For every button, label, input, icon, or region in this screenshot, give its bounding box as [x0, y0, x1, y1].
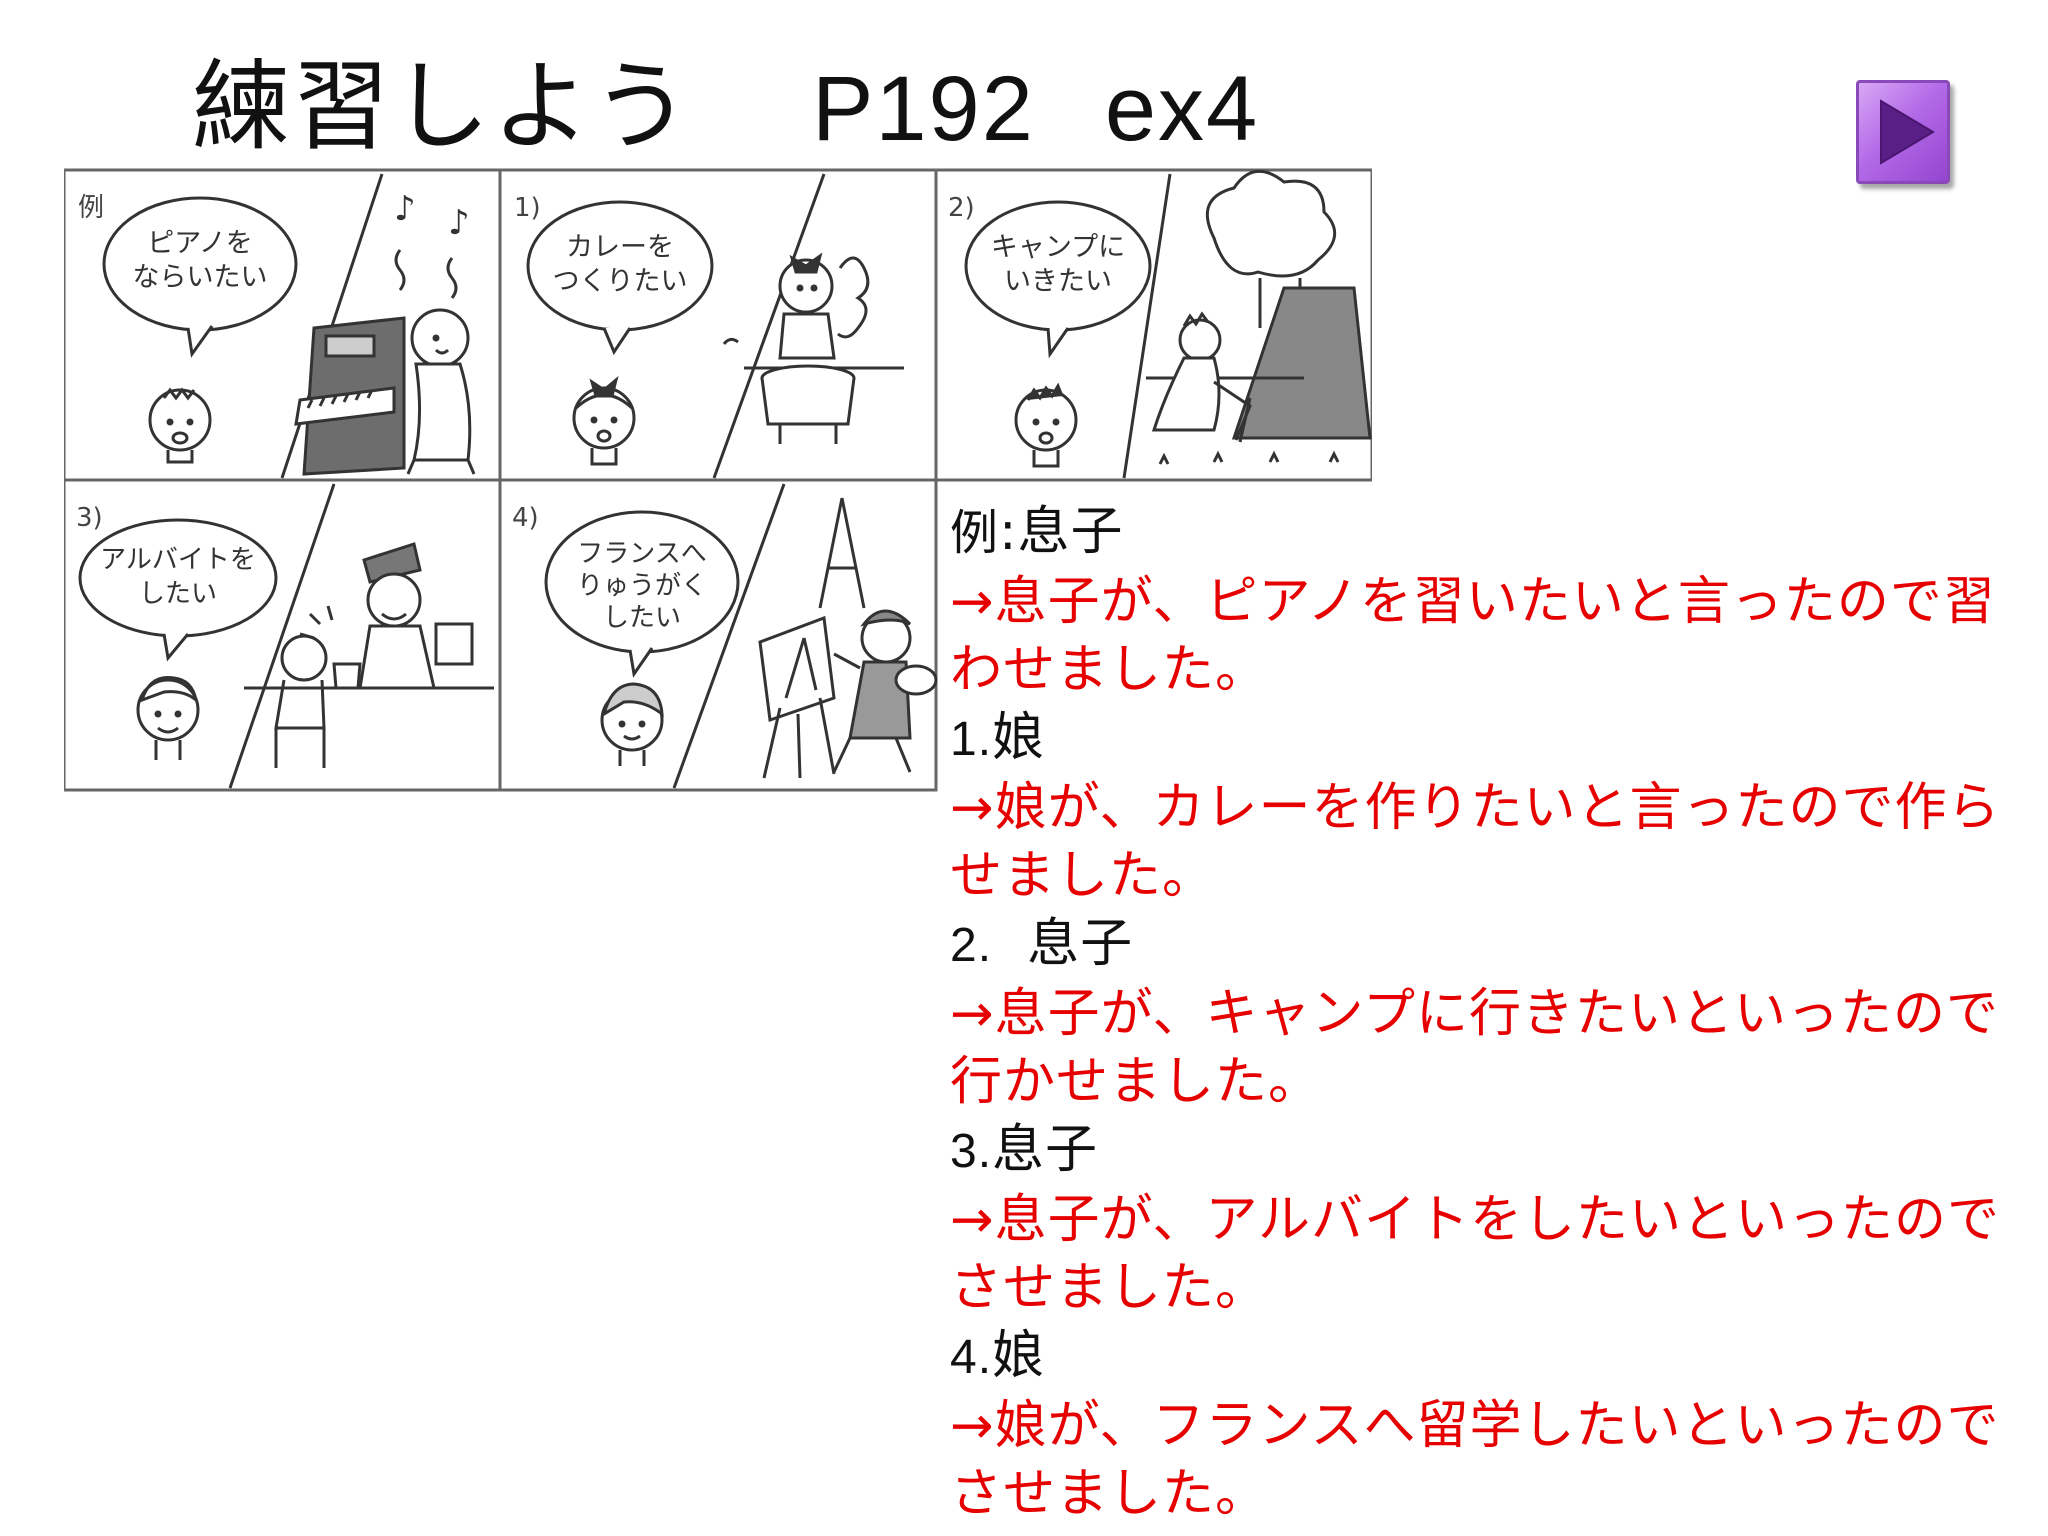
paris-scene [758, 497, 938, 779]
answer-item-2: 2. 息子 →息子が、キャンプに行きたいといったので行かせました。 [950, 910, 2020, 1116]
prompt-word: 息子 [992, 1120, 1099, 1180]
next-slide-button[interactable] [1856, 80, 1950, 184]
piano-scene: ♪ ♪ [294, 189, 476, 476]
answer-prompt: 例:息子 [950, 498, 2020, 568]
answer-prompt: 3.息子 [950, 1116, 2020, 1186]
exercise-illustration: 例 ピアノを ならいたい ♪ ♪ 1) [64, 168, 1372, 794]
prompt-separator [992, 914, 1027, 974]
prompt-word: 娘 [992, 708, 1046, 768]
speech-text-2: いきたい [1004, 266, 1112, 297]
speech-text-2: ならいたい [133, 262, 268, 293]
prompt-number: 例 [950, 507, 1000, 560]
panel-example: 例 ピアノを ならいたい ♪ ♪ [64, 168, 502, 482]
panel-label: 3) [76, 503, 103, 533]
answer-list: 例:息子 →息子が、ピアノを習いたいと言ったので習わせました。 1.娘 →娘が、… [950, 498, 2020, 1528]
answer-prompt: 2. 息子 [950, 910, 2020, 980]
boy-face [136, 675, 200, 760]
speech-text-1: キャンプに [991, 232, 1125, 263]
girl-face [600, 682, 664, 766]
answer-text: →息子が、アルバイトをしたいといったのでさせました。 [950, 1190, 2001, 1318]
answer-item-3: 3.息子 →息子が、アルバイトをしたいといったのでさせました。 [950, 1116, 2020, 1322]
speech-text-1: ピアノを [147, 228, 253, 259]
prompt-word: 娘 [992, 1326, 1046, 1386]
answer-text: →息子が、キャンプに行きたいといったので行かせました。 [950, 984, 1999, 1112]
svg-text:♪: ♪ [448, 203, 470, 243]
prompt-number: 4. [950, 1331, 993, 1384]
answer-item-1: 1.娘 →娘が、カレーを作りたいと言ったので作らせました。 [950, 704, 2020, 910]
play-triangle-icon [1880, 99, 1935, 165]
boy-face [1014, 382, 1078, 468]
answer-text: →娘が、フランスへ留学したいといったのでさせました。 [950, 1396, 2000, 1524]
panel-3: 3) アルバイトを したい [64, 478, 502, 792]
panel-2: 2) キャンプに いきたい [934, 168, 1372, 482]
prompt-number: 1. [950, 713, 993, 766]
prompt-word: 息子 [1027, 914, 1134, 974]
page-reference: P192 [812, 58, 1035, 160]
answer-text: →息子が、ピアノを習いたいと言ったので習わせました。 [950, 572, 1996, 700]
speech-text-1: フランスへ [577, 539, 706, 569]
prompt-number: 3. [950, 1125, 993, 1178]
panel-label: 1) [514, 193, 541, 223]
cooking-scene [722, 252, 904, 444]
speech-bubble [78, 518, 278, 638]
speech-text-2: したい [139, 579, 217, 609]
prompt-word: 息子 [1017, 502, 1124, 562]
prompt-number: 2. [950, 919, 993, 972]
boy-face [148, 387, 212, 464]
panel-label: 例 [78, 193, 104, 223]
title-text: 練習しよう [192, 50, 693, 164]
speech-text-1: カレーを [566, 232, 674, 263]
speech-text-1: アルバイトを [100, 545, 256, 575]
speech-text-2: りゅうがく [577, 571, 707, 601]
exercise-reference: P192 ex4 [812, 58, 1259, 160]
answer-item-example: 例:息子 →息子が、ピアノを習いたいと言ったので習わせました。 [950, 498, 2020, 704]
speech-text-2: つくりたい [553, 266, 688, 297]
girl-face [572, 375, 636, 466]
panel-4: 4) フランスへ りゅうがく したい [498, 478, 938, 792]
answer-item-4: 4.娘 →娘が、フランスへ留学したいといったのでさせました。 [950, 1322, 2020, 1528]
panel-1: 1) カレーを つくりたい [498, 168, 938, 482]
exercise-number: ex4 [1104, 58, 1260, 160]
speech-text-3: したい [603, 603, 681, 633]
camping-scene [1146, 169, 1372, 465]
part-time-job-scene [244, 542, 494, 768]
answer-prompt: 4.娘 [950, 1322, 2020, 1392]
panel-label: 2) [948, 193, 975, 223]
svg-text:♪: ♪ [394, 189, 416, 229]
panel-label: 4) [512, 503, 539, 533]
prompt-separator: : [999, 502, 1018, 562]
answer-text: →娘が、カレーを作りたいと言ったので作らせました。 [950, 778, 2001, 906]
answer-prompt: 1.娘 [950, 704, 2020, 774]
